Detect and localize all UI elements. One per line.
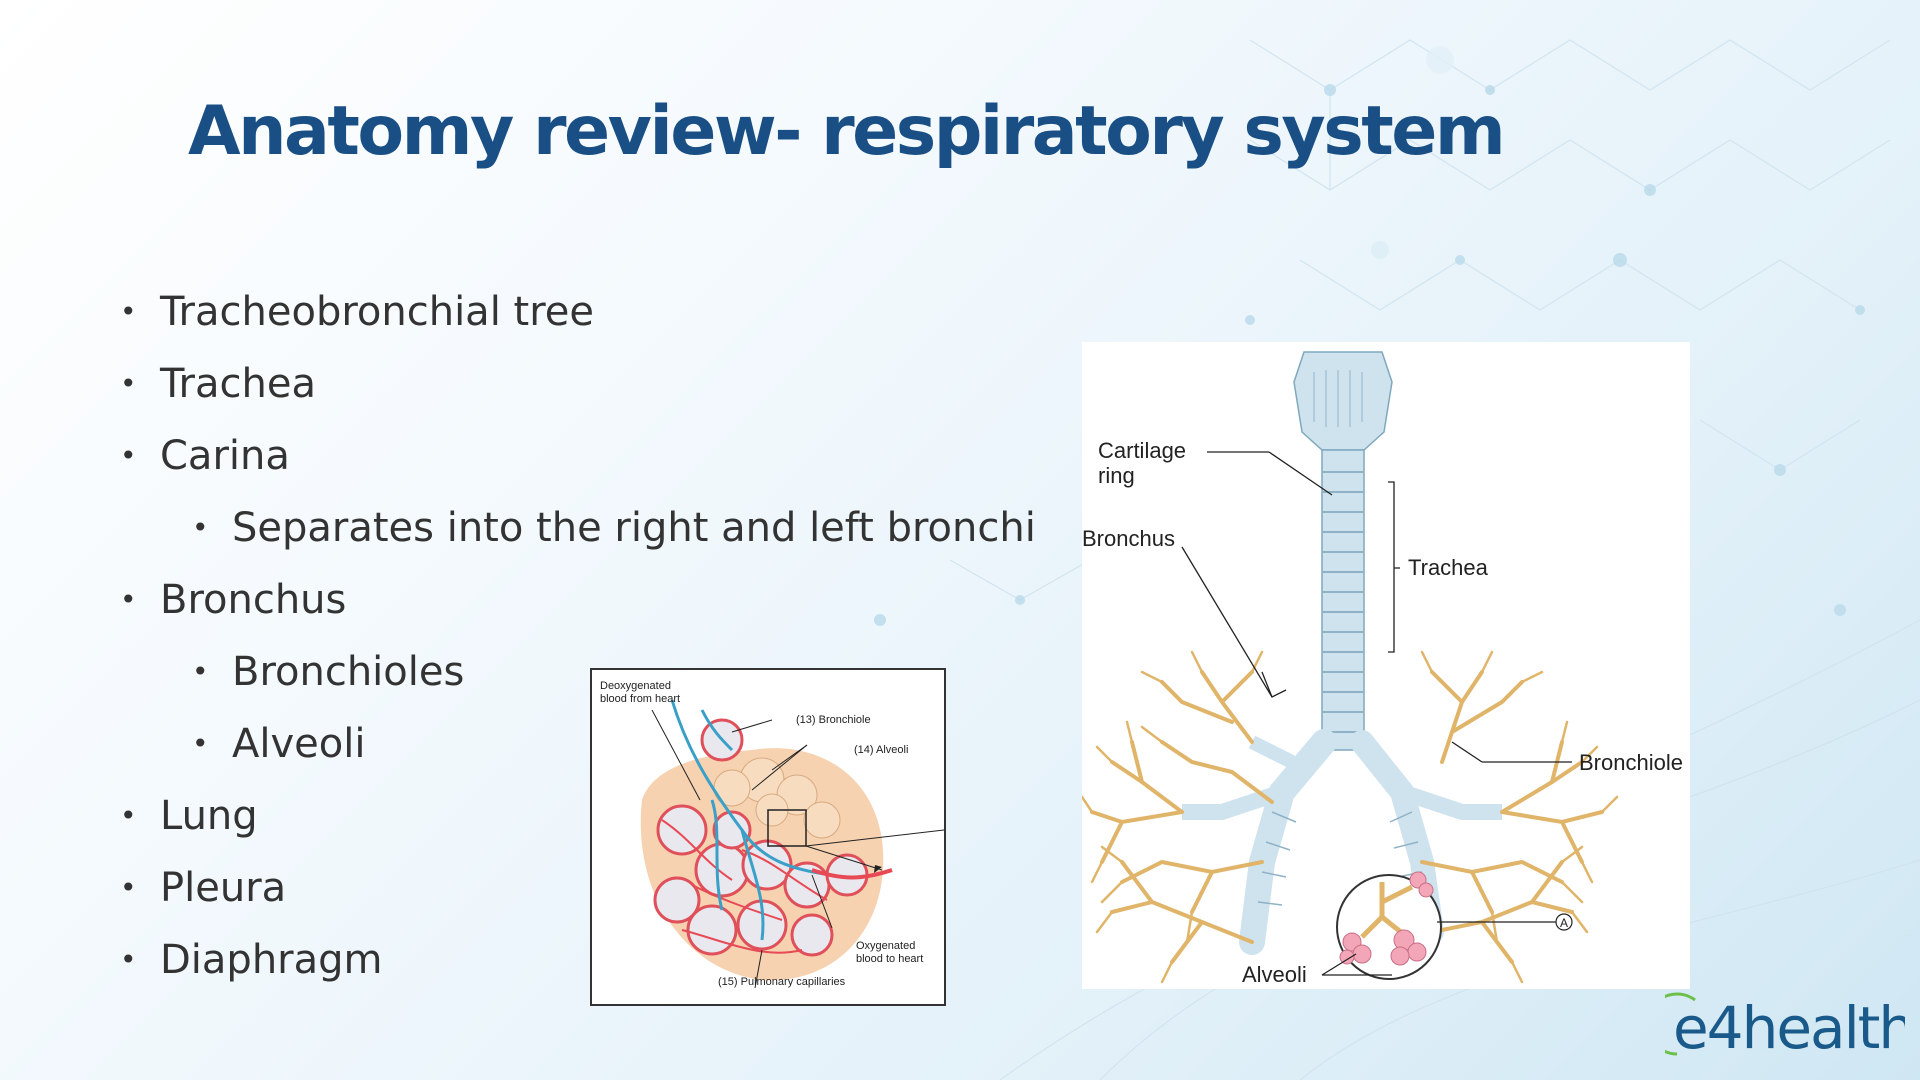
bullet-dot: • (192, 511, 209, 544)
bullet-text: Bronchus (160, 577, 347, 623)
bullet-item: • Carina (120, 429, 1036, 501)
bullet-dot: • (120, 799, 137, 832)
bullet-dot: • (120, 943, 137, 976)
deoxygenated-blood-label: Deoxygenated blood from heart (600, 680, 681, 705)
bullet-item: • Lung (120, 789, 1036, 861)
tracheobronchial-tree-figure: A Cartilage ring Bronchus Trachea Bronch… (1082, 342, 1690, 989)
bullet-item: • Bronchus (120, 573, 1036, 645)
pulmonary-capillaries-label: (15) Pulmonary capillaries (718, 976, 846, 988)
bullet-dot: • (120, 367, 137, 400)
alveoli-capillary-illustration (640, 699, 944, 989)
bullet-text: Pleura (160, 865, 287, 911)
bullet-item: • Pleura (120, 861, 1036, 933)
bullet-dot: • (192, 655, 209, 688)
bullet-dot: • (192, 727, 209, 760)
cartilage-ring-label: Cartilage ring (1098, 438, 1187, 488)
bronchiole-label: (13) Bronchiole (796, 714, 871, 726)
bullet-item: • Diaphragm (120, 933, 1036, 1005)
alveoli-label: Alveoli (1242, 962, 1307, 987)
bronchiole-label: Bronchiole (1579, 750, 1683, 775)
bullet-text: Diaphragm (160, 937, 383, 983)
bullet-item: • Trachea (120, 357, 1036, 429)
sub-bullet-item: • Bronchioles (120, 645, 1036, 717)
trachea-label: Trachea (1408, 555, 1488, 580)
bullet-text: Trachea (160, 361, 316, 407)
sub-bullet-item: • Alveoli (120, 717, 1036, 789)
slide-title: Anatomy review- respiratory system (188, 92, 1506, 171)
marker-a-label: A (1560, 916, 1568, 930)
sub-bullet-item: • Separates into the right and left bronc… (120, 501, 1036, 573)
bullet-text: Alveoli (232, 721, 366, 767)
bullet-dot: • (120, 583, 137, 616)
logo-text: e4health (1673, 994, 1905, 1062)
bullet-dot: • (120, 871, 137, 904)
bullet-text: Separates into the right and left bronch… (232, 505, 1036, 551)
bullet-text: Lung (160, 793, 258, 839)
bullet-text: Carina (160, 433, 290, 479)
alveoli-label: (14) Alveoli (854, 744, 909, 756)
bullet-text: Bronchioles (232, 649, 465, 695)
bullet-item: • Tracheobronchial tree (120, 285, 1036, 357)
bullet-dot: • (120, 439, 137, 472)
tracheobronchial-tree-illustration: A (1082, 351, 1619, 984)
bronchus-label: Bronchus (1082, 526, 1175, 551)
oxygenated-blood-label: Oxygenated blood to heart (856, 940, 924, 965)
alveoli-capillary-figure: Deoxygenated blood from heart (13) Bronc… (590, 668, 946, 1006)
bullet-text: Tracheobronchial tree (160, 289, 594, 335)
e4health-logo: e4health (1665, 992, 1905, 1062)
bullet-dot: • (120, 295, 137, 328)
bullet-list: •Tracheobronchial tree •Trachea •Carina … (120, 285, 1036, 1005)
